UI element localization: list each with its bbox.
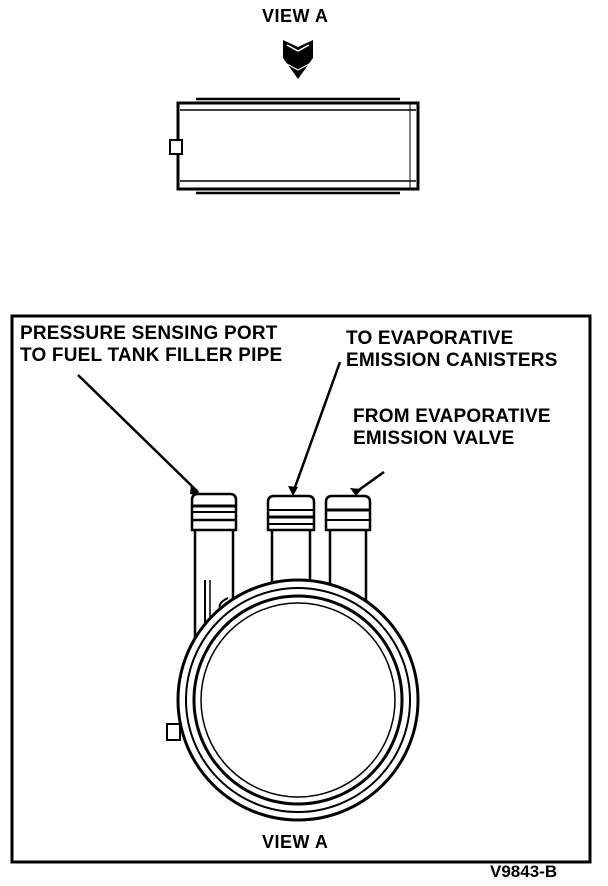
- detail-frame: [10, 314, 592, 864]
- valve-label-line1: FROM EVAPORATIVE: [353, 406, 551, 427]
- canisters-label-line1: TO EVAPORATIVE: [346, 328, 514, 349]
- assembly-side-view: [169, 97, 420, 195]
- figure-code: V9843-B: [490, 862, 558, 881]
- leader-arrowhead-canisters: [288, 486, 298, 496]
- body-flange: [166, 578, 420, 822]
- canisters-label-line2: EMISSION CANISTERS: [346, 350, 558, 371]
- pressure-port-label-line2: TO FUEL TANK FILLER PIPE: [20, 345, 283, 366]
- detail-view-title: VIEW A: [262, 832, 329, 852]
- top-view-title: VIEW A: [262, 6, 329, 26]
- valve-label-line2: EMISSION VALVE: [353, 428, 515, 449]
- leader-lines: [77, 361, 385, 494]
- view-direction-arrow: [283, 40, 313, 79]
- leader-arrowhead-valve: [350, 488, 362, 496]
- pressure-port-label-line1: PRESSURE SENSING PORT: [20, 323, 278, 344]
